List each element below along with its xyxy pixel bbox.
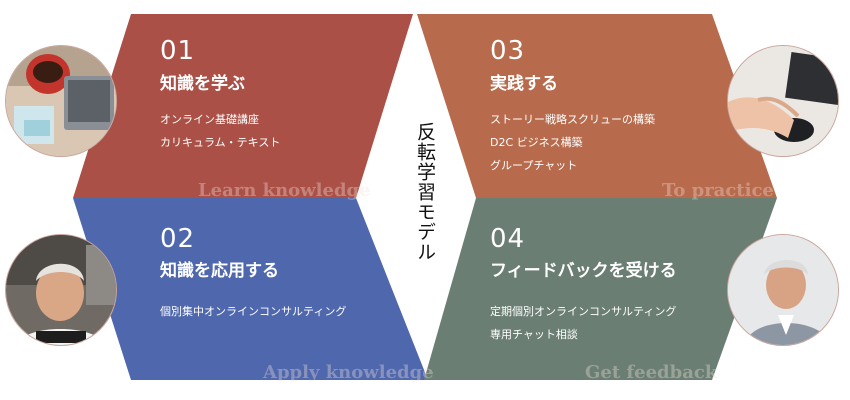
hand-mouse-photo (727, 45, 839, 157)
laptop-coffee-photo (5, 45, 117, 157)
quadrant-practice-shape (417, 14, 777, 198)
step-item-list: ストーリー戦略スクリューの構築 D2C ビジネス構築 グループチャット (490, 108, 655, 177)
step-item: オンライン基礎講座 (160, 113, 259, 126)
step-item: 個別集中オンラインコンサルティング (160, 305, 347, 318)
step-title: 実践する (490, 74, 558, 94)
step-item-list: 定期個別オンラインコンサルティング 専用チャット相談 (490, 300, 676, 346)
step-title: フィードバックを受ける (490, 261, 677, 281)
step-item: D2C ビジネス構築 (490, 136, 583, 149)
step-title: 知識を学ぶ (160, 74, 245, 94)
quadrant-feedback-shape (424, 198, 777, 380)
consultant-webcam-photo (5, 234, 117, 346)
quadrant-learn-shape (73, 14, 413, 198)
step-item: 専用チャット相談 (490, 328, 578, 341)
step-number: 04 (490, 224, 526, 254)
watermark-text: Get feedback (585, 362, 718, 383)
step-title: 知識を応用する (160, 261, 279, 281)
step-number: 03 (490, 36, 526, 66)
quadrant-apply-shape (73, 198, 428, 380)
step-item-list: 個別集中オンラインコンサルティング (160, 300, 346, 323)
step-item-list: オンライン基礎講座 カリキュラム・テキスト (160, 108, 280, 154)
watermark-text: Learn knowledge (198, 180, 371, 201)
step-item: ストーリー戦略スクリューの構築 (490, 113, 655, 126)
step-item: グループチャット (490, 159, 578, 172)
step-item: 定期個別オンラインコンサルティング (490, 305, 677, 318)
step-number: 02 (160, 224, 196, 254)
watermark-text: To practice (662, 180, 774, 201)
center-title: 反転学習モデル (414, 122, 436, 262)
step-number: 01 (160, 36, 196, 66)
watermark-text: Apply knowledge (263, 362, 434, 383)
consultant-smiling-photo (727, 234, 839, 346)
step-item: カリキュラム・テキスト (160, 136, 281, 149)
